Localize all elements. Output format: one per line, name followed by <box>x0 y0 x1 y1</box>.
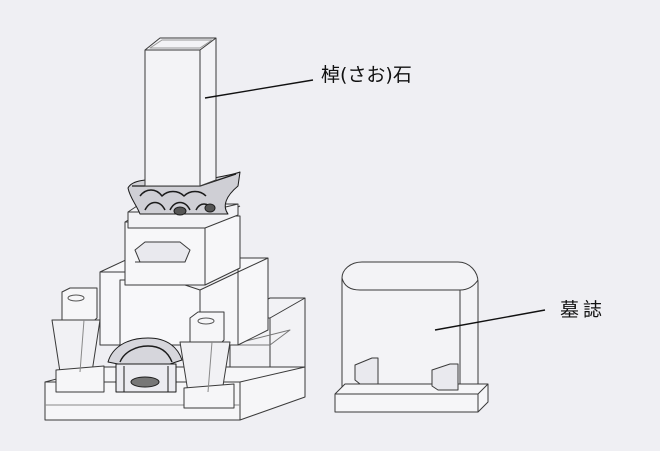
base-platform <box>44 366 306 421</box>
leader-line-boshi <box>434 309 546 331</box>
left-flower-vase <box>51 287 105 393</box>
leader-line-saoishi <box>204 79 314 99</box>
saoishi-label: 棹(さお)石 <box>321 64 412 86</box>
right-flower-vase <box>179 311 235 409</box>
middle-step <box>119 205 241 346</box>
memorial-slab-boshi <box>334 261 489 413</box>
incense-burner <box>107 337 183 393</box>
main-pillar-saoishi <box>144 37 217 187</box>
boshi-label: 墓誌 <box>560 299 607 321</box>
